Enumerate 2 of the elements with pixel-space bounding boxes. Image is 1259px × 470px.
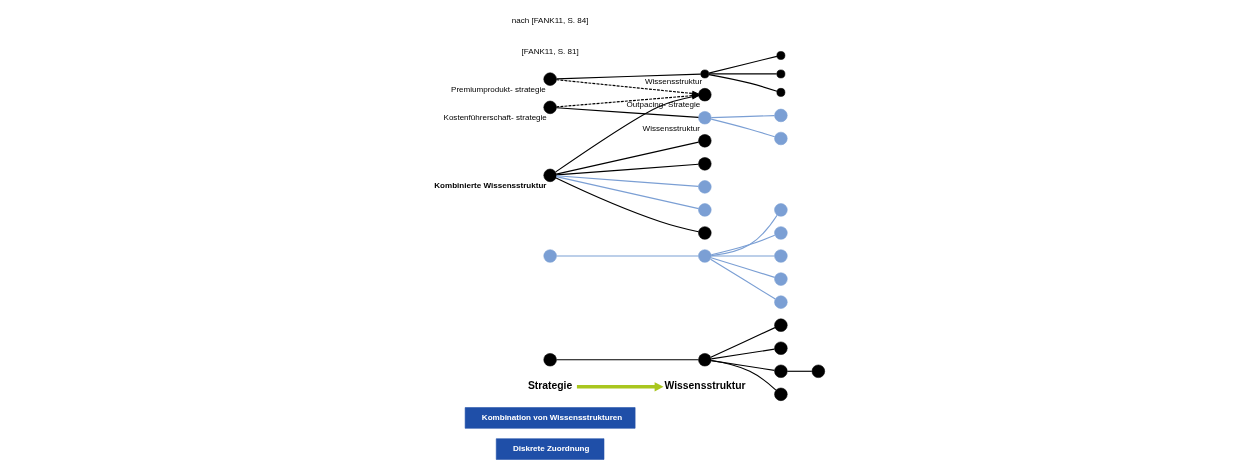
node-text: Wissensstruktur [664, 379, 746, 391]
node-text: Strategie [527, 379, 573, 391]
